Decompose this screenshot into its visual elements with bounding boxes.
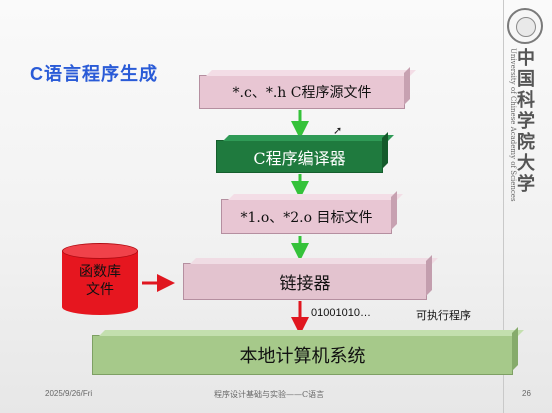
source-files-box: *.c、*.h C程序源文件 xyxy=(199,67,416,109)
library-label-line1: 函数库 xyxy=(79,264,121,280)
footer-course: 程序设计基础与实验——C语言 xyxy=(214,390,325,399)
compiler-box: C程序编译器 xyxy=(216,132,394,173)
divider-line xyxy=(503,0,504,413)
university-name-en: University of Chinese Academy of Science… xyxy=(509,48,517,202)
local-system-box: 本地计算机系统 xyxy=(92,327,524,375)
executable-label: 可执行程序 xyxy=(416,309,471,322)
compiler-label: C程序编译器 xyxy=(253,148,346,168)
binary-output-text: 01001010… xyxy=(311,307,371,319)
object-files-label: *1.o、*2.o 目标文件 xyxy=(240,209,373,226)
object-files-box: *1.o、*2.o 目标文件 xyxy=(221,191,403,234)
university-seal-icon xyxy=(507,8,543,44)
local-system-label: 本地计算机系统 xyxy=(239,346,366,367)
page-number: 26 xyxy=(522,389,531,398)
mouse-cursor-icon: ➚ xyxy=(333,124,343,137)
footer-date: 2025/9/26/Fri xyxy=(45,389,93,398)
function-library-cylinder-icon: 函数库 文件 xyxy=(62,243,138,315)
slide-title: C语言程序生成 xyxy=(30,64,158,84)
library-label-line2: 文件 xyxy=(86,282,114,298)
linker-box: 链接器 xyxy=(183,255,438,300)
university-name-cn: 中国科学院大学 xyxy=(514,48,535,195)
linker-label: 链接器 xyxy=(279,274,331,294)
source-files-label: *.c、*.h C程序源文件 xyxy=(232,85,372,101)
